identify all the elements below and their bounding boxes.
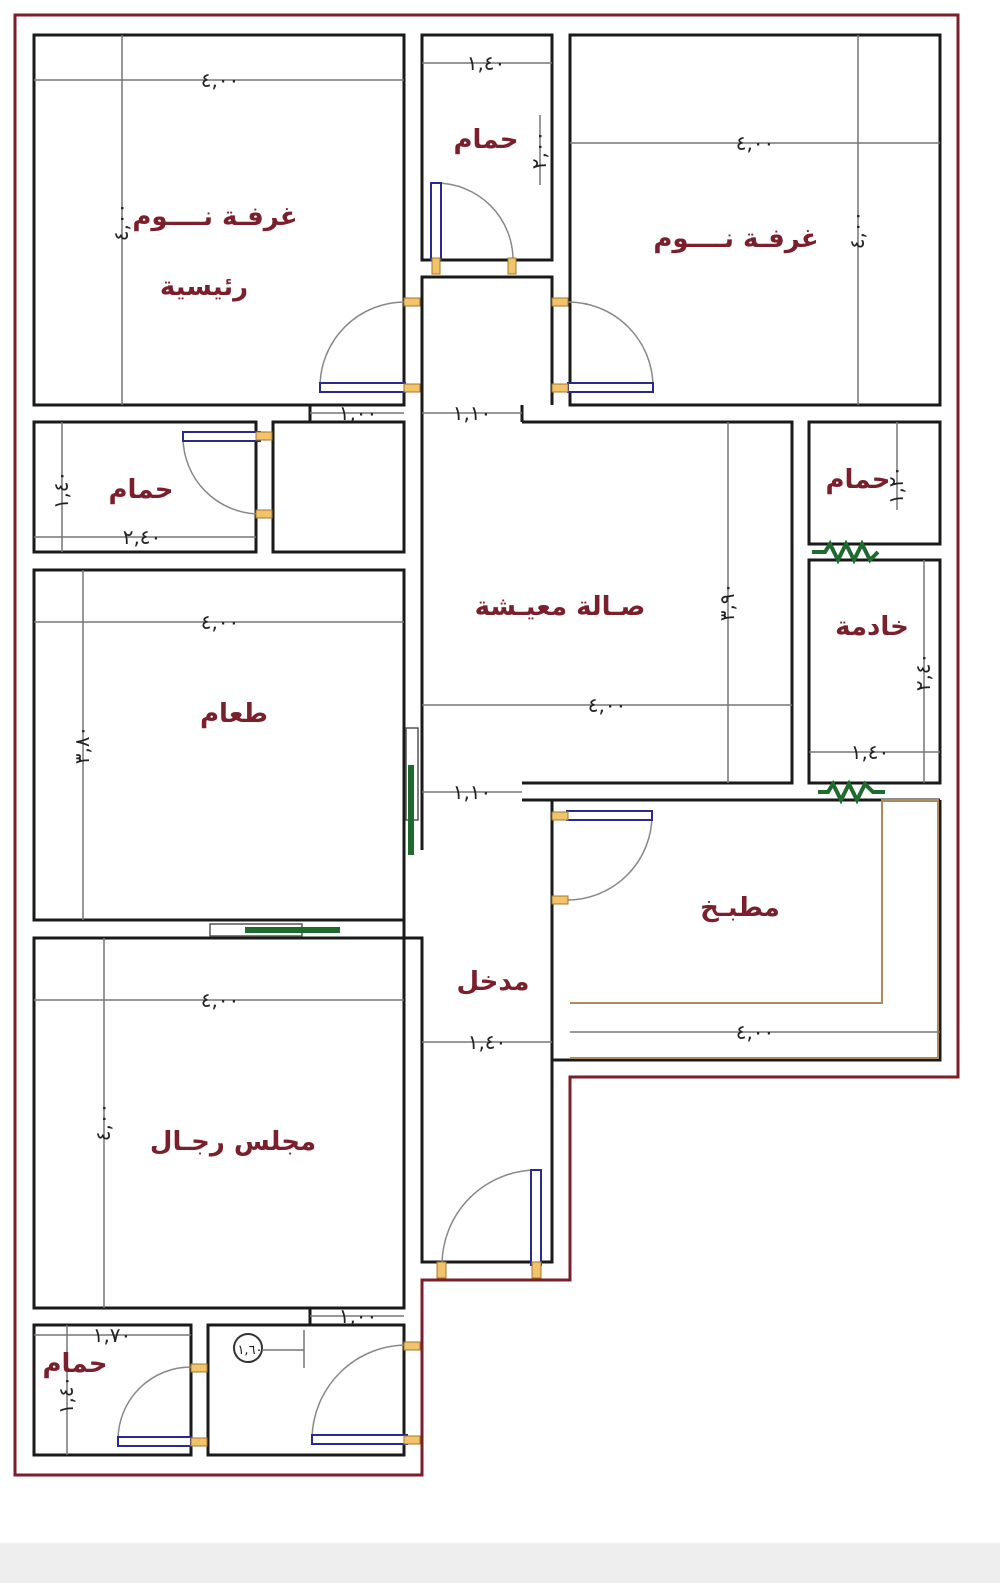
master-bedroom-door-swing <box>319 301 406 388</box>
bottom-bath-door-hinge-2 <box>190 1437 208 1447</box>
dim-majlis-height: ٤,٠٠ <box>91 1103 115 1142</box>
top-bath-door-hinge <box>431 257 441 275</box>
bottom-bath-walls <box>32 1323 193 1457</box>
dim-maidroom-width: ١,٤٠ <box>851 740 890 764</box>
dim-majlis-width: ٤,٠٠ <box>201 988 240 1012</box>
left-bath-walls <box>32 420 258 554</box>
master-bedroom-door-hinge-2 <box>403 383 421 393</box>
bedroom-walls <box>568 33 942 407</box>
master-bedroom-door-hinge <box>403 297 421 307</box>
bedroom-door-hinge <box>551 297 569 307</box>
dim-bottombath-width: ١,٧٠ <box>93 1323 132 1347</box>
dining-sliding-door-panel[interactable] <box>245 927 340 933</box>
dim-corridor-top-right: ١,١٠ <box>453 401 492 425</box>
entrance-door-leaf[interactable] <box>530 1169 542 1266</box>
majlis-label: مجلس رجـال <box>150 1127 316 1157</box>
dim-wash-basin: ١,٦٠ <box>237 1343 262 1358</box>
dim-bottombath-height: ١,٤٠ <box>54 1376 78 1415</box>
entrance-walls <box>402 910 554 1264</box>
majlis-walls <box>32 936 406 1310</box>
bedroom-door-leaf[interactable] <box>567 382 654 393</box>
bedroom-door-hinge-2 <box>551 383 569 393</box>
bottom-bath-door-swing <box>117 1366 192 1441</box>
dim-corridor-bottom: ١,٠٠ <box>339 1304 378 1328</box>
bottom-toolbar-area <box>0 1543 1000 1583</box>
top-bath-walls <box>420 33 554 262</box>
kitchen-left-wall <box>550 800 942 1062</box>
master-bedroom-walls <box>32 33 406 407</box>
left-lobby-walls <box>271 420 406 554</box>
entrance-label: مدخل <box>456 967 529 997</box>
entrance-door-hinge <box>436 1261 447 1279</box>
dim-dining-height: ٣,٨٠ <box>70 726 94 765</box>
living-sliding-door-panel[interactable] <box>408 765 414 855</box>
dimension-lines <box>34 35 940 1455</box>
bottom-lobby-door-hinge <box>403 1341 421 1351</box>
top-bath-door-hinge-2 <box>507 257 517 275</box>
left-bath-door-leaf[interactable] <box>182 431 261 442</box>
dim-master-height: ٤,٠٠ <box>109 203 133 242</box>
master-bedroom-door-leaf[interactable] <box>319 382 406 393</box>
kitchen-door-swing <box>566 814 653 901</box>
kitchen-door-leaf[interactable] <box>566 810 653 821</box>
entrance-door-hinge-2 <box>531 1261 542 1279</box>
dim-master-width: ٤,٠٠ <box>201 68 240 92</box>
bedroom-door-swing <box>567 301 654 388</box>
bottom-bath-door-hinge <box>190 1363 208 1373</box>
entrance-door-swing <box>441 1169 538 1266</box>
master-bedroom-label: غرفـة نــــوم <box>132 202 297 232</box>
bottom-bath-label: حمام <box>43 1349 108 1379</box>
bedroom-label: غرفـة نــــوم <box>653 224 818 254</box>
dim-bedroom-height: ٤,٠٠ <box>845 211 869 250</box>
dim-corridor-top-left: ١,٠٠ <box>339 401 378 425</box>
living-hall-walls <box>522 420 794 785</box>
left-bath-label: حمام <box>109 475 174 505</box>
dim-leftbath-height: ١,٤٠ <box>49 471 73 510</box>
top-bath-label: حمام <box>454 125 519 155</box>
dining-label: طعام <box>200 699 268 729</box>
top-corridor-walls <box>420 275 554 405</box>
dim-bedroom-width: ٤,٠٠ <box>736 131 775 155</box>
dim-living-height: ٣,٩٠ <box>715 583 739 622</box>
maid-bath-label: حمام <box>826 465 891 495</box>
dim-dining-width: ٤,٠٠ <box>201 610 240 634</box>
left-bath-door-hinge-2 <box>255 509 273 519</box>
maid-room-walls <box>807 558 942 785</box>
dim-maidroom-height: ٢,٤٠ <box>911 653 935 692</box>
dim-topbath-width: ١,٤٠ <box>467 51 506 75</box>
kitchen-door-hinge-2 <box>551 895 569 905</box>
bottom-lobby-door-leaf[interactable] <box>311 1434 408 1445</box>
plot-boundary <box>13 13 960 1477</box>
wash-basin-icon <box>233 1333 263 1363</box>
left-bath-door-hinge <box>255 431 273 441</box>
maid-bath-walls <box>807 420 942 546</box>
kitchen-counter-outline <box>570 799 939 1059</box>
dim-living-width: ٤,٠٠ <box>588 693 627 717</box>
maid-room-sliding-door[interactable] <box>818 779 885 805</box>
left-bath-door-swing <box>182 436 261 515</box>
top-bath-door-swing <box>435 182 514 261</box>
dim-corridor-mid: ١,١٠ <box>453 780 492 804</box>
dim-topbath-height: ٢,٠٠ <box>527 131 551 170</box>
kitchen-label: مطبـخ <box>700 893 780 923</box>
living-hall-label: صـالة معيـشة <box>475 592 646 622</box>
bottom-bath-door-leaf[interactable] <box>117 1436 192 1447</box>
dim-kitchen-width: ٤,٠٠ <box>736 1020 775 1044</box>
dining-walls <box>32 568 406 922</box>
master-bedroom-label-2: رئيسية <box>160 272 248 302</box>
dim-maidbath-height: ١,٢٠ <box>884 466 908 505</box>
dim-leftbath-width: ٢,٤٠ <box>123 525 162 549</box>
maid-bath-sliding-door[interactable] <box>812 539 880 565</box>
floor-plan: غرفـة نــــوم رئيسية حمام غرفـة نــــوم … <box>13 13 960 1477</box>
bottom-lobby-walls <box>206 1323 406 1457</box>
bottom-lobby-door-hinge-2 <box>403 1435 421 1445</box>
top-bath-door-leaf[interactable] <box>430 182 442 261</box>
dim-entrance-width: ١,٤٠ <box>468 1030 507 1054</box>
kitchen-door-hinge <box>551 811 569 821</box>
bottom-lobby-door-swing <box>311 1344 408 1439</box>
maid-room-label: خادمة <box>835 612 909 642</box>
